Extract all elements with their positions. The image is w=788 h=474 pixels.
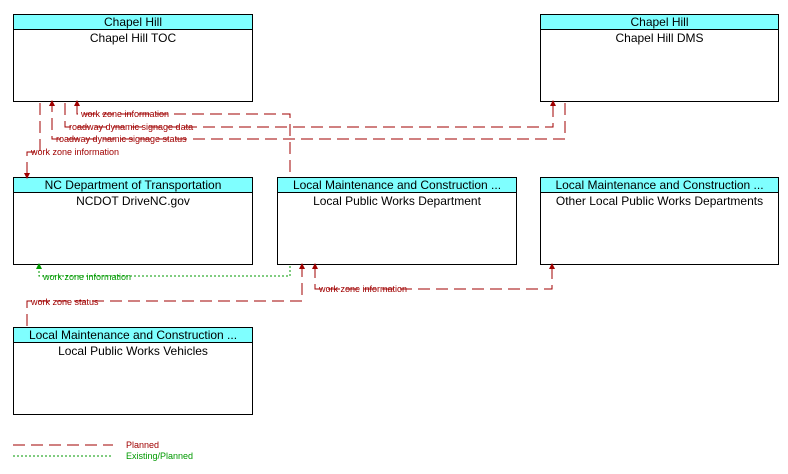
node-header: Local Maintenance and Construction ... xyxy=(14,328,252,343)
node-header: Chapel Hill xyxy=(541,15,778,30)
node-header: NC Department of Transportation xyxy=(14,178,252,193)
flow-roadway-dynamic-signage-data[interactable]: roadway dynamic signage data xyxy=(64,100,556,132)
flow-label: roadway dynamic signage status xyxy=(56,134,187,144)
node-header: Chapel Hill xyxy=(14,15,252,30)
flow-label: work zone information xyxy=(30,147,119,157)
node-title: Other Local Public Works Departments xyxy=(555,194,764,208)
node-other-local-public-works-departments[interactable]: Local Maintenance and Construction ... O… xyxy=(540,177,779,265)
node-title: NCDOT DriveNC.gov xyxy=(76,194,190,208)
node-header: Local Maintenance and Construction ... xyxy=(541,178,778,193)
node-title: Local Public Works Vehicles xyxy=(58,344,208,358)
flow-label: work zone information xyxy=(80,109,169,119)
flow-work-zone-information-toc-to-ncdot[interactable]: work zone information xyxy=(24,103,119,179)
node-header: Local Maintenance and Construction ... xyxy=(278,178,516,193)
flow-label: work zone information xyxy=(42,272,131,282)
node-title: Chapel Hill DMS xyxy=(615,31,704,45)
node-title: Local Public Works Department xyxy=(313,194,481,208)
legend-planned-label: Planned xyxy=(126,440,159,450)
node-ncdot-drivenc[interactable]: NC Department of Transportation NCDOT Dr… xyxy=(13,177,253,265)
node-local-public-works-vehicles[interactable]: Local Maintenance and Construction ... L… xyxy=(13,327,253,415)
flow-work-zone-information-toc-to-lpwd[interactable]: work zone information xyxy=(74,100,291,176)
flow-label: roadway dynamic signage data xyxy=(69,122,193,132)
node-chapel-hill-dms[interactable]: Chapel Hill Chapel Hill DMS xyxy=(540,14,779,102)
flow-label: work zone status xyxy=(30,297,99,307)
flow-work-zone-status[interactable]: work zone status xyxy=(26,263,305,326)
flow-work-zone-information-lpwd-to-ncdot[interactable]: work zone information xyxy=(36,263,291,282)
flow-work-zone-information-lpwd-other[interactable]: work zone information xyxy=(312,263,555,294)
legend: Planned Existing/Planned xyxy=(13,440,193,461)
flow-label: work zone information xyxy=(318,284,407,294)
node-title: Chapel Hill TOC xyxy=(89,31,177,45)
node-chapel-hill-toc[interactable]: Chapel Hill Chapel Hill TOC xyxy=(13,14,253,102)
flow-roadway-dynamic-signage-status[interactable]: roadway dynamic signage status xyxy=(49,100,566,144)
node-local-public-works-department[interactable]: Local Maintenance and Construction ... L… xyxy=(277,177,517,265)
legend-existing-planned-label: Existing/Planned xyxy=(126,451,193,461)
